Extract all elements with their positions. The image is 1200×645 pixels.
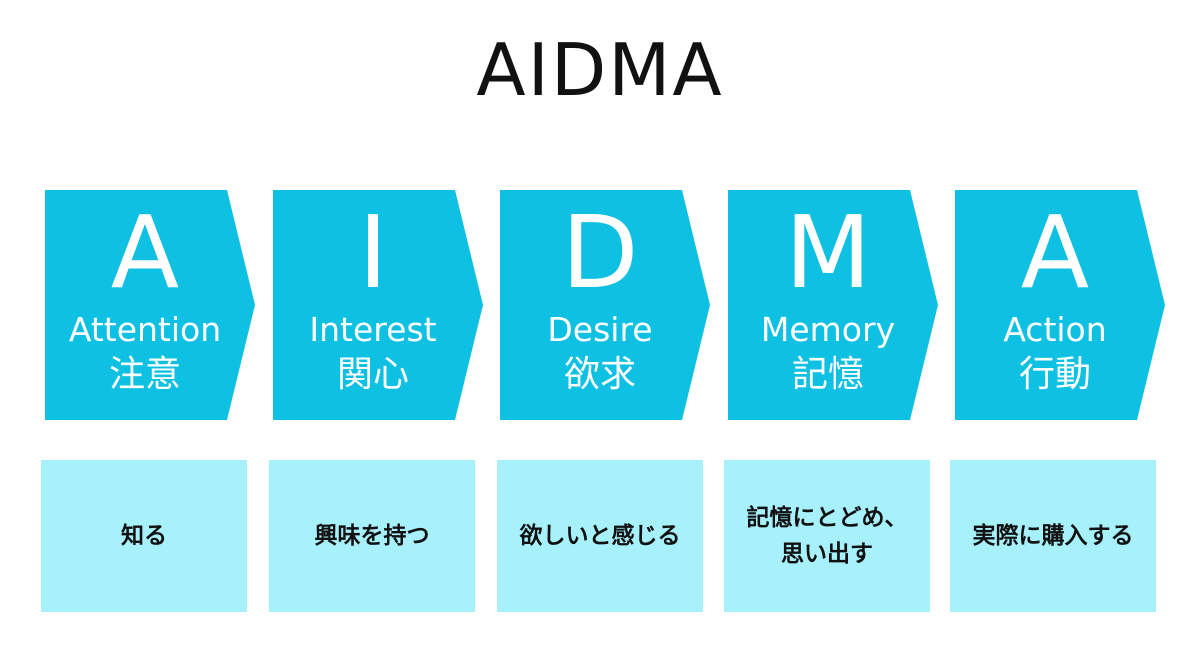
stage-letter: A: [1020, 194, 1090, 311]
stage-japanese-word: 注意: [108, 354, 181, 395]
diagram-title: AIDMA: [476, 28, 724, 112]
stage-letter: M: [784, 194, 872, 311]
action-description: 実際に購入する: [972, 523, 1134, 549]
action-box-desire: 欲しいと感じる: [497, 460, 703, 612]
stage-english-word: Desire: [547, 310, 653, 349]
action-box-interest: 興味を持つ: [269, 460, 475, 612]
stage-english-word: Interest: [309, 310, 437, 349]
stage-memory: M Memory 記憶: [728, 190, 938, 420]
stage-english-word: Attention: [68, 310, 222, 349]
stage-action: A Action 行動: [955, 190, 1165, 420]
stage-desire: D Desire 欲求: [500, 190, 710, 420]
stage-arrow-shape: [45, 190, 255, 420]
stage-japanese-word: 関心: [336, 354, 409, 395]
action-description: 興味を持つ: [314, 523, 430, 549]
action-description: 知る: [121, 523, 167, 549]
stage-arrow-shape: [500, 190, 710, 420]
stage-english-word: Action: [1003, 310, 1107, 349]
stage-letter: I: [358, 194, 388, 311]
stage-japanese-word: 欲求: [563, 354, 636, 395]
action-box-attention: 知る: [41, 460, 247, 612]
stage-arrow-shape: [273, 190, 483, 420]
stage-english-word: Memory: [760, 310, 896, 349]
action-box-action: 実際に購入する: [950, 460, 1156, 612]
stage-attention: A Attention 注意: [45, 190, 255, 420]
action-description: 欲しいと感じる: [519, 523, 681, 549]
stage-letter: A: [110, 194, 180, 311]
stage-arrow-shape: [955, 190, 1165, 420]
stage-japanese-word: 記憶: [791, 354, 864, 395]
action-box-memory: 記憶にとどめ、 思い出す: [724, 460, 930, 612]
stage-interest: I Interest 関心: [273, 190, 483, 420]
stage-letter: D: [561, 194, 639, 311]
stage-arrow-shape: [728, 190, 938, 420]
stage-japanese-word: 行動: [1018, 354, 1091, 395]
action-description: 記憶にとどめ、 思い出す: [746, 505, 908, 567]
